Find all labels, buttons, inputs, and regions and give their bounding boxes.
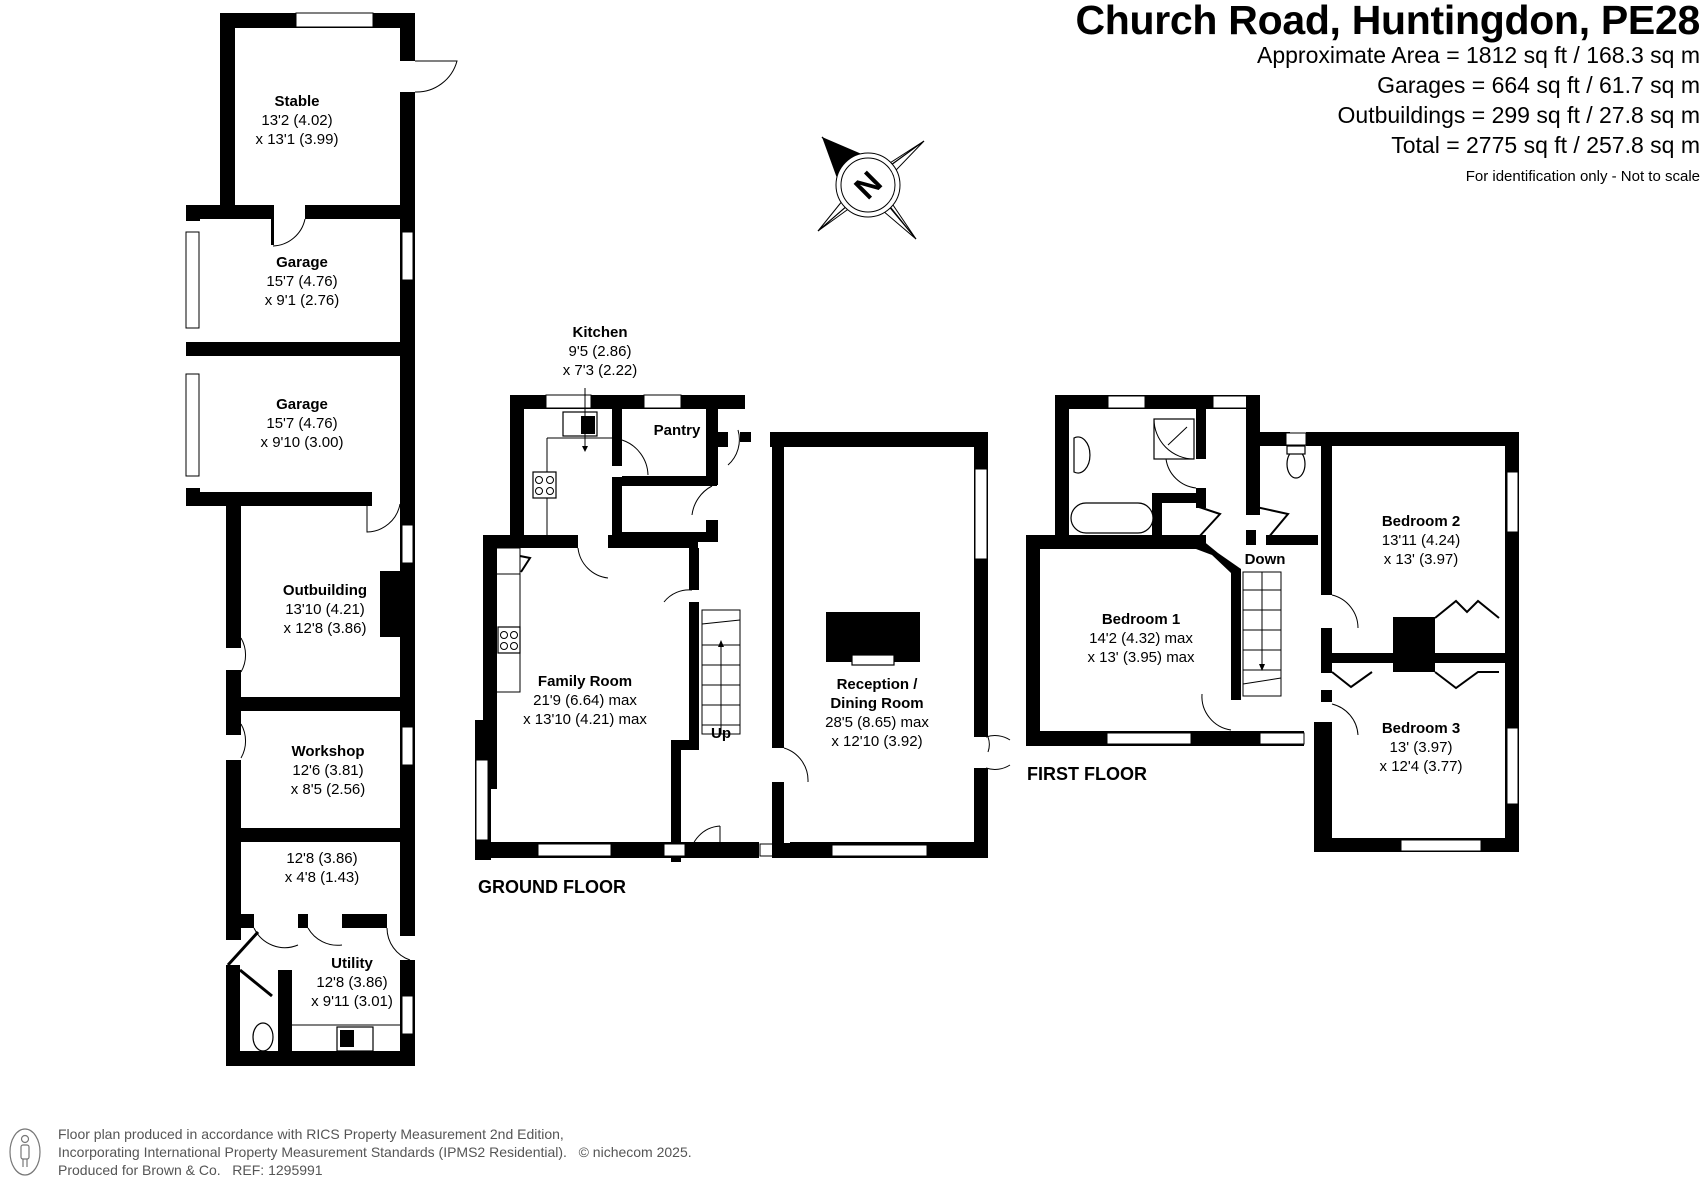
- footer-credits: Floor plan produced in accordance with R…: [58, 1125, 692, 1179]
- area-total: Total = 2775 sq ft / 257.8 sq m: [1391, 132, 1700, 158]
- room-name: Bedroom 2: [1382, 513, 1460, 530]
- room-dimension: 13'2 (4.02): [261, 112, 332, 129]
- room-name: Stable: [274, 93, 319, 110]
- room-dimension: 13'11 (4.24): [1382, 532, 1460, 549]
- stairs-up-label: Up: [711, 725, 731, 742]
- room-dimension: x 12'10 (3.92): [831, 733, 922, 750]
- room-dimension: 21'9 (6.64) max: [533, 692, 637, 709]
- room-dimension: 13'10 (4.21): [285, 601, 365, 618]
- header: Church Road, Huntingdon, PE28 Approximat…: [1075, 0, 1700, 188]
- ground-floor-plan: [475, 388, 1011, 862]
- room-bedroom-2: Bedroom 2 13'11 (4.24) x 13' (3.97): [1382, 513, 1460, 568]
- room-name: Utility: [331, 955, 373, 972]
- property-title: Church Road, Huntingdon, PE28: [1075, 0, 1700, 43]
- stair-treads: [1243, 572, 1281, 671]
- room-outbuilding: Outbuilding 13'10 (4.21) x 12'8 (3.86): [283, 582, 367, 637]
- room-store: 12'8 (3.86) x 4'8 (1.43): [285, 850, 360, 886]
- room-dimension: x 9'11 (3.01): [311, 993, 393, 1010]
- room-dimension: x 12'8 (3.86): [284, 620, 367, 637]
- room-dimension: 13' (3.97): [1390, 739, 1453, 756]
- room-name: Outbuilding: [283, 582, 367, 599]
- room-name: Bedroom 1: [1102, 611, 1180, 628]
- room-name: Garage: [276, 254, 328, 271]
- room-name: Dining Room: [830, 695, 923, 712]
- room-kitchen: Kitchen 9'5 (2.86) x 7'3 (2.22): [563, 324, 638, 379]
- room-dimension: x 13' (3.95) max: [1087, 649, 1195, 666]
- stairs-down-label: Down: [1245, 551, 1286, 568]
- area-approximate: Approximate Area = 1812 sq ft / 168.3 sq…: [1256, 42, 1700, 68]
- room-name: Kitchen: [572, 324, 627, 341]
- room-reception-dining: Reception / Dining Room 28'5 (8.65) max …: [825, 676, 929, 750]
- footer-line: Incorporating International Property Mea…: [58, 1144, 692, 1160]
- room-dimension: 15'7 (4.76): [266, 415, 337, 432]
- room-stable: Stable 13'2 (4.02) x 13'1 (3.99): [256, 93, 339, 148]
- footer-line: Floor plan produced in accordance with R…: [58, 1126, 564, 1142]
- ground-floor-label: GROUND FLOOR: [478, 877, 626, 897]
- room-pantry: Pantry: [654, 422, 701, 439]
- room-family-room: Family Room 21'9 (6.64) max x 13'10 (4.2…: [523, 673, 647, 728]
- room-workshop: Workshop 12'6 (3.81) x 8'5 (2.56): [291, 743, 366, 798]
- area-garages: Garages = 664 sq ft / 61.7 sq m: [1377, 72, 1700, 98]
- room-dimension: x 13'1 (3.99): [256, 131, 339, 148]
- room-dimension: 14'2 (4.32) max: [1089, 630, 1193, 647]
- area-outbuildings: Outbuildings = 299 sq ft / 27.8 sq m: [1337, 102, 1700, 128]
- outbuildings-block: [185, 12, 458, 1066]
- room-dimension: x 8'5 (2.56): [291, 781, 366, 798]
- room-name: Garage: [276, 396, 328, 413]
- room-dimension: 12'8 (3.86): [286, 850, 357, 867]
- room-bedroom-1: Bedroom 1 14'2 (4.32) max x 13' (3.95) m…: [1087, 611, 1195, 666]
- room-name: Bedroom 3: [1382, 720, 1460, 737]
- room-name: Family Room: [538, 673, 632, 690]
- room-dimension: x 9'1 (2.76): [265, 292, 340, 309]
- room-name: Reception /: [837, 676, 919, 693]
- room-dimension: x 12'4 (3.77): [1380, 758, 1463, 775]
- room-dimension: x 7'3 (2.22): [563, 362, 638, 379]
- room-garage-1: Garage 15'7 (4.76) x 9'1 (2.76): [265, 254, 340, 309]
- north-compass-icon: N: [817, 136, 925, 240]
- person-info-icon: [9, 1128, 41, 1176]
- room-bedroom-3: Bedroom 3 13' (3.97) x 12'4 (3.77): [1380, 720, 1463, 775]
- first-floor-label: FIRST FLOOR: [1027, 764, 1147, 784]
- room-dimension: x 9'10 (3.00): [261, 434, 344, 451]
- room-dimension: 15'7 (4.76): [266, 273, 337, 290]
- scale-note: For identification only - Not to scale: [1465, 168, 1700, 185]
- room-name: Pantry: [654, 422, 701, 439]
- room-utility: Utility 12'8 (3.86) x 9'11 (3.01): [311, 955, 393, 1010]
- room-dimension: x 4'8 (1.43): [285, 869, 360, 886]
- room-dimension: 9'5 (2.86): [569, 343, 632, 360]
- first-floor-plan: [1026, 395, 1519, 852]
- room-dimension: 12'6 (3.81): [292, 762, 363, 779]
- room-dimension: 28'5 (8.65) max: [825, 714, 929, 731]
- room-dimension: x 13' (3.97): [1384, 551, 1459, 568]
- room-garage-2: Garage 15'7 (4.76) x 9'10 (3.00): [261, 396, 344, 451]
- room-dimension: 12'8 (3.86): [316, 974, 387, 991]
- footer-line: Produced for Brown & Co. REF: 1295991: [58, 1162, 323, 1178]
- room-dimension: x 13'10 (4.21) max: [523, 711, 647, 728]
- room-name: Workshop: [291, 743, 364, 760]
